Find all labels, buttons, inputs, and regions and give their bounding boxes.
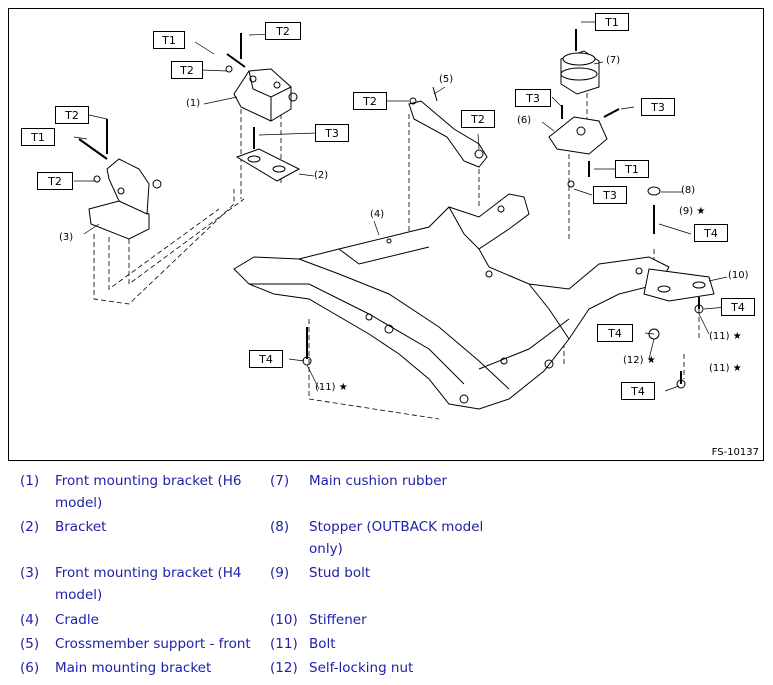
torque-label-t1: T1 [21,128,55,146]
legend-text: Stiffener [309,612,367,628]
exploded-diagram: T1 T2 T2 T2 T1 T2 T3 T2 T2 T1 T3 T3 T1 T… [8,8,764,461]
legend-text: Front mounting bracket (H6 [55,473,242,489]
part-callout-11: (11) ★ [315,382,348,393]
part-callout-7: (7) [606,55,621,66]
legend-text: Stud bolt [309,565,371,581]
legend-number: (1) [20,473,40,489]
torque-label-t2: T2 [171,61,203,79]
part-1-h6-bracket [225,33,298,122]
legend-number: (3) [20,565,40,581]
torque-label-t3: T3 [593,186,627,204]
part-callout-1: (1) [186,98,201,109]
legend-text: Crossmember support - front [55,636,251,652]
legend-text: Main mounting bracket [55,660,212,676]
legend-text: Stopper (OUTBACK model [309,519,484,535]
part-callout-6: (6) [517,115,532,126]
torque-label-t1: T1 [615,160,649,178]
torque-label-t2: T2 [55,106,89,124]
torque-label-t4: T4 [597,324,633,342]
part-callout-2: (2) [314,170,329,181]
part-5-crossmember-support [408,86,488,168]
legend-number: (12) [270,660,298,676]
legend-number: (8) [270,519,290,535]
part-10-stiffener [643,268,715,302]
part-callout-10: (10) [728,270,749,281]
legend-text-cont: model) [55,587,103,603]
legend-text-cont: model) [55,495,103,511]
torque-label-t2: T2 [353,92,387,110]
legend-text: Bolt [309,636,336,652]
legend-number: (11) [270,636,298,652]
legend-text: Self-locking nut [309,660,414,676]
legend-number: (4) [20,612,40,628]
torque-label-t1: T1 [595,13,629,31]
torque-label-t2: T2 [37,172,73,190]
torque-label-t4: T4 [621,382,655,400]
legend-text: Cradle [55,612,99,628]
torque-label-t2: T2 [461,110,495,128]
part-callout-8: (8) [681,185,696,196]
part-2-bracket [235,127,301,182]
torque-label-t3: T3 [641,98,675,116]
legend-number: (9) [270,565,290,581]
part-callout-5: (5) [439,74,454,85]
torque-label-t1: T1 [153,31,185,49]
part-4-cradle [233,193,670,410]
torque-label-t3: T3 [315,124,349,142]
torque-label-t4: T4 [721,298,755,316]
part-3-h4-bracket [78,119,162,240]
part-callout-9: (9) ★ [679,206,706,217]
torque-label-t4: T4 [249,350,283,368]
part-callout-4: (4) [370,209,385,220]
legend-text: Main cushion rubber [309,473,448,489]
legend-number: (10) [270,612,298,628]
legend-number: (2) [20,519,40,535]
part-8-9-stopper-stud [647,186,661,234]
part-callout-3: (3) [59,232,74,243]
legend-text: Bracket [55,519,107,535]
legend-number: (7) [270,473,290,489]
part-callout-11: (11) ★ [709,363,742,374]
diagram-drawing [73,21,728,420]
legend-text-cont: only) [309,541,343,557]
legend-number: (6) [20,660,40,676]
legend-number: (5) [20,636,40,652]
leader-lines [73,21,728,392]
torque-label-t3: T3 [515,89,551,107]
part-callout-12: (12) ★ [623,355,656,366]
figure-id: FS-10137 [711,447,759,458]
legend-text: Front mounting bracket (H4 [55,565,242,581]
part-callout-11: (11) ★ [709,331,742,342]
torque-label-t4: T4 [694,224,728,242]
torque-label-t2: T2 [265,22,301,40]
part-6-7-main-mount [548,29,620,188]
